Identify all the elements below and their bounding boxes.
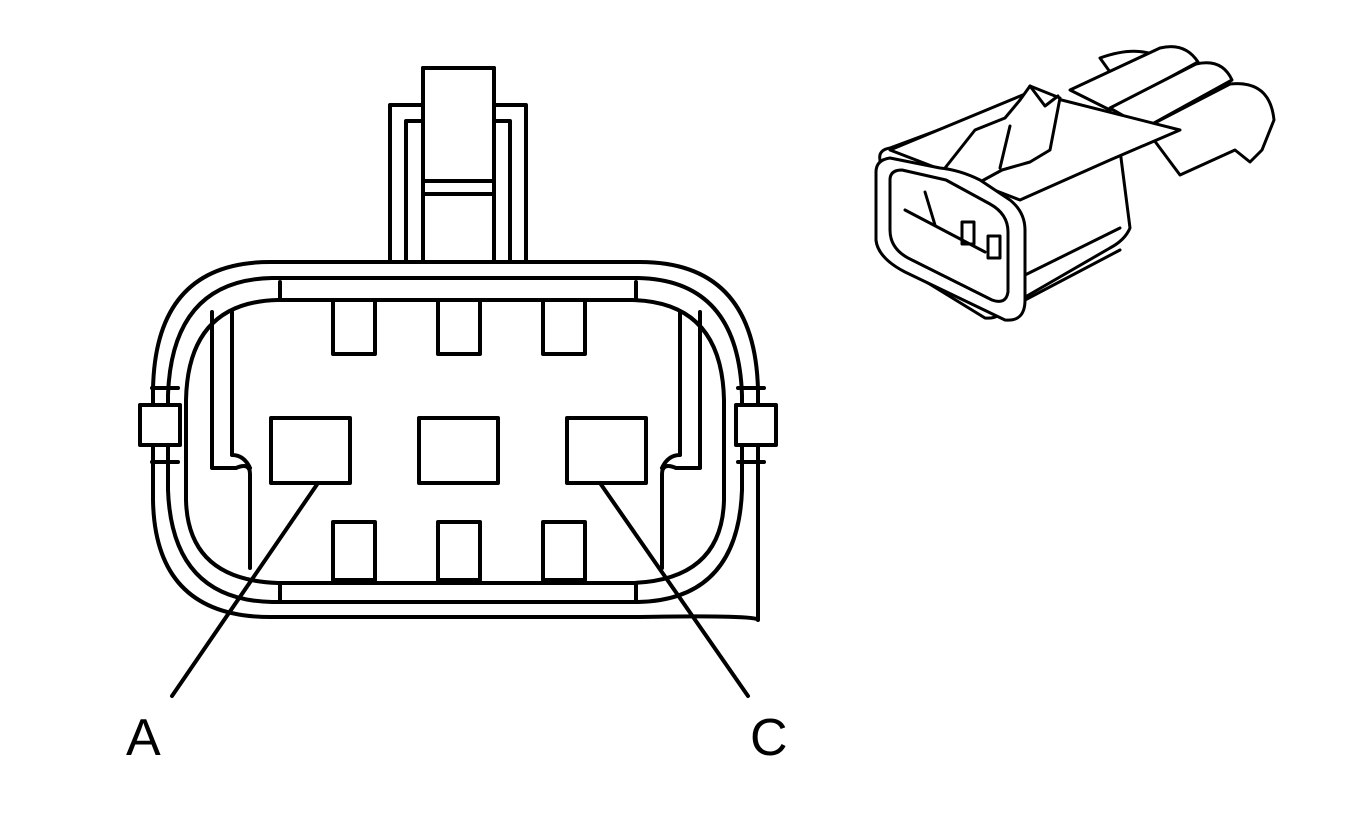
connector-face-view xyxy=(138,66,778,698)
pin-label-c: C xyxy=(750,709,788,767)
terminal-c xyxy=(565,416,648,485)
leader-line-c xyxy=(598,481,750,698)
terminal-b xyxy=(417,416,500,485)
side-latch-right xyxy=(734,386,778,464)
cavity-bottom-1 xyxy=(331,520,377,582)
pin-label-a: A xyxy=(126,709,161,767)
locking-tab xyxy=(388,66,528,264)
outer-shell xyxy=(151,260,760,622)
terminal-a xyxy=(269,416,352,485)
cavity-bottom-3 xyxy=(541,520,587,582)
cavity-top-3 xyxy=(541,298,587,356)
side-latch-left xyxy=(138,386,182,464)
leader-line-a xyxy=(170,481,320,698)
connector-isometric-view xyxy=(874,45,1276,322)
cavity-top-2 xyxy=(436,298,482,356)
cavity-bottom-2 xyxy=(436,520,482,582)
cavity-top-1 xyxy=(331,298,377,356)
